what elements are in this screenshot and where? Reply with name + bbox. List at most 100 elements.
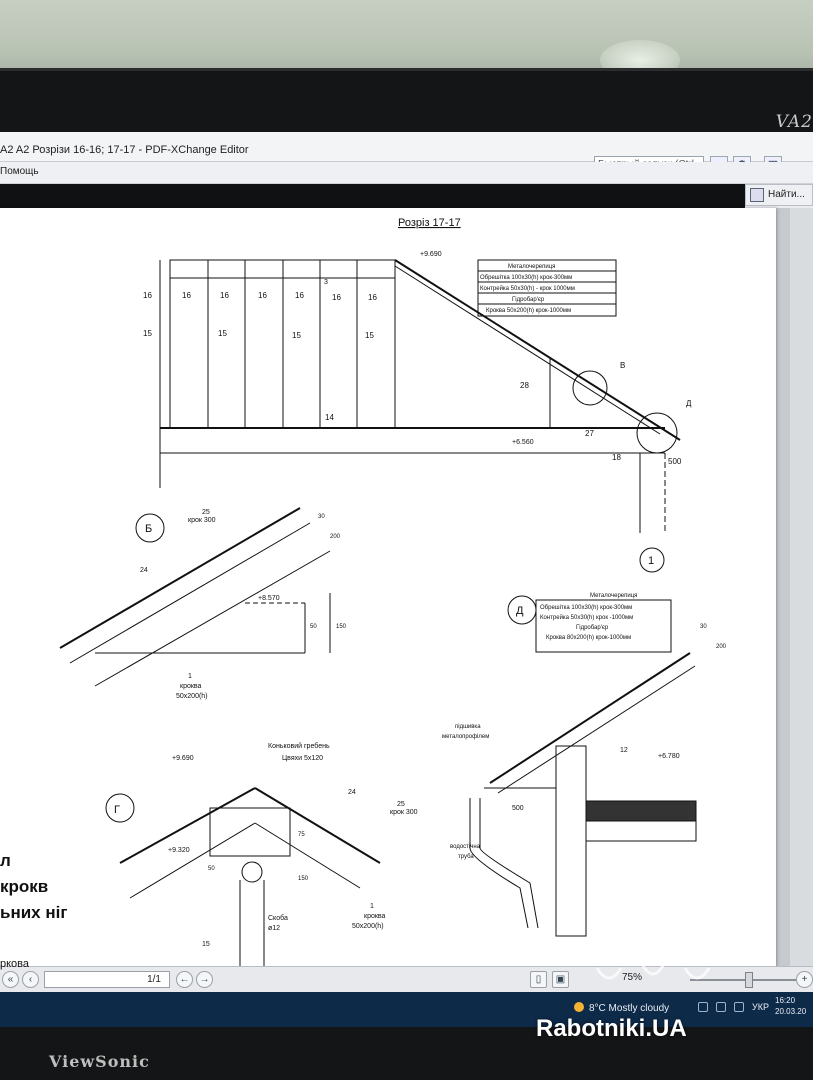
monitor-icon[interactable]	[716, 1002, 726, 1012]
clock-time: 16:20	[775, 996, 796, 1005]
detail-b-tag: Б	[145, 523, 152, 535]
roof-slope-inner	[394, 265, 661, 435]
save-icon[interactable]: ▣	[552, 971, 569, 988]
elev-top: +9.690	[420, 251, 442, 258]
label-28: 28	[520, 381, 529, 390]
detail-d-wall	[555, 745, 587, 937]
detail-g-rafter: кроква	[364, 913, 386, 920]
detail-d-tag: Д	[516, 605, 524, 617]
volume-icon[interactable]	[734, 1002, 744, 1012]
detail-b-25: 25	[202, 509, 210, 516]
detail-d-30: 30	[700, 624, 707, 630]
detail-g-1: 1	[370, 903, 374, 910]
detail-g-rafter-size: 50x200(h)	[352, 923, 384, 930]
detail-b-rafter-size: 50x200(h)	[176, 693, 208, 700]
label-16: 16	[258, 291, 267, 300]
detail-b-rafter-bottom	[94, 550, 331, 687]
section-title: Розріз 17-17	[398, 217, 461, 229]
detail-d-200: 200	[716, 644, 727, 650]
detail-d-500: 500	[512, 805, 524, 812]
detail-d-insulation	[585, 800, 697, 822]
clock[interactable]: 16:20 20.03.20	[775, 995, 806, 1017]
detail-g-bracket	[241, 861, 263, 883]
watermark-helmets-logo	[587, 928, 719, 980]
detail-d-elev: +6.780	[658, 753, 680, 760]
language-indicator[interactable]: УКР	[752, 1002, 769, 1012]
detail-g-150: 150	[298, 876, 309, 882]
detail-b-step: крок 300	[188, 517, 216, 524]
weather-icon	[574, 1002, 584, 1012]
drawing-canvas: Розріз 17-17 +9.690 +6.560 3 16 16 16 16…	[59, 217, 727, 968]
label-14: 14	[325, 413, 334, 422]
detail-b-1: 1	[188, 673, 192, 680]
back-icon[interactable]: ←	[176, 971, 193, 988]
detail-g-75: 75	[298, 832, 305, 838]
menu-item-help[interactable]: Помощь	[0, 166, 39, 177]
detail-b-dim200: 200	[330, 534, 341, 540]
window-title: A2 A2 Розрізи 16-16; 17-17 - PDF-XChange…	[0, 144, 249, 156]
detail-circle-g	[105, 793, 135, 823]
menu-bar: Помощь	[0, 162, 813, 184]
weather-widget[interactable]: 8°C Mostly cloudy	[574, 1002, 669, 1014]
detail-g-24: 24	[348, 789, 356, 796]
spec-line: Гідробар'єр	[512, 297, 545, 303]
label-27: 27	[585, 429, 594, 438]
detail-g-bracket-d: ø12	[268, 925, 280, 932]
detail-d-downpipe	[469, 798, 529, 929]
page-number-input[interactable]: 1/1	[44, 971, 170, 988]
detail-d-spec: Гідробар'єр	[576, 625, 609, 631]
clock-date: 20.03.20	[775, 1007, 807, 1016]
screen: A2 A2 Розрізи 16-16; 17-17 - PDF-XChange…	[0, 132, 813, 1027]
elev-mid: +6.560	[512, 439, 534, 446]
page-view-icon[interactable]: ▯	[530, 971, 547, 988]
status-bar: « ‹ 1/1 ← → ▯ ▣ 75% +	[0, 966, 813, 992]
detail-b-dim30: 30	[318, 514, 325, 520]
detail-d-spec: Кроква 80x200(h) крок-1000мм	[546, 635, 631, 641]
zoom-in-icon[interactable]: +	[796, 971, 813, 988]
detail-g-tag: Г	[114, 804, 120, 816]
label-16: 16	[220, 291, 229, 300]
label-15: 15	[218, 329, 227, 338]
detail-d-pipe-2: труба	[458, 854, 474, 860]
detail-b-24: 24	[140, 567, 148, 574]
first-page-icon[interactable]: «	[2, 971, 19, 988]
detail-b-rafter-top	[69, 522, 311, 664]
label-15: 15	[365, 331, 374, 340]
callout-d: Д	[686, 399, 692, 408]
detail-d-pipe-1: водостічна	[450, 844, 481, 850]
pdf-page: Розріз 17-17 +9.690 +6.560 3 16 16 16 16…	[0, 208, 776, 968]
spec-line: Контрейка 50x30(h) - крок 1000мм	[480, 285, 575, 292]
find-label: Найти...	[768, 189, 805, 200]
title-bar: A2 A2 Розрізи 16-16; 17-17 - PDF-XChange…	[0, 132, 813, 174]
document-area[interactable]: Розріз 17-17 +9.690 +6.560 3 16 16 16 16…	[0, 208, 813, 968]
monitor-brand-top: VA2	[775, 112, 813, 132]
detail-d-soffit-1: підшивка	[455, 724, 481, 730]
callout-circle-d	[636, 412, 678, 454]
spec-line: Металочерепиця	[508, 264, 555, 270]
detail-g-roof-right	[254, 787, 381, 864]
find-button[interactable]: Найти...	[745, 184, 813, 206]
detail-g-rafter-left	[129, 822, 256, 899]
toolbar-band	[0, 184, 745, 208]
detail-g-bracket: Скоба	[268, 914, 288, 922]
detail-d-soffit-2: металопрофілем	[442, 734, 489, 740]
callout-circle-v	[572, 370, 608, 406]
prev-page-icon[interactable]: ‹	[22, 971, 39, 988]
network-icon[interactable]	[698, 1002, 708, 1012]
detail-d-slab	[585, 820, 697, 842]
label-15: 15	[292, 331, 301, 340]
callout-v: В	[620, 361, 625, 370]
label-16: 16	[368, 293, 377, 302]
detail-d-spec: Обрешітка 100x30(h) крок-300мм	[540, 605, 632, 611]
vertical-scrollbar[interactable]	[790, 208, 813, 966]
forward-icon[interactable]: →	[196, 971, 213, 988]
zoom-slider-thumb[interactable]	[745, 972, 753, 988]
detail-d-rafter	[497, 665, 696, 794]
detail-g-roof-left	[119, 787, 256, 864]
side-text-line: л	[0, 851, 11, 870]
spec-line: Кроква 50x200(h) крок-1000мм	[486, 308, 571, 314]
detail-b-dim150: 150	[336, 624, 347, 630]
detail-b-roof	[59, 507, 301, 649]
zoom-value[interactable]: 75%	[622, 972, 643, 983]
spec-line: Обрешітка 100x30(h) крок-300мм	[480, 275, 572, 281]
